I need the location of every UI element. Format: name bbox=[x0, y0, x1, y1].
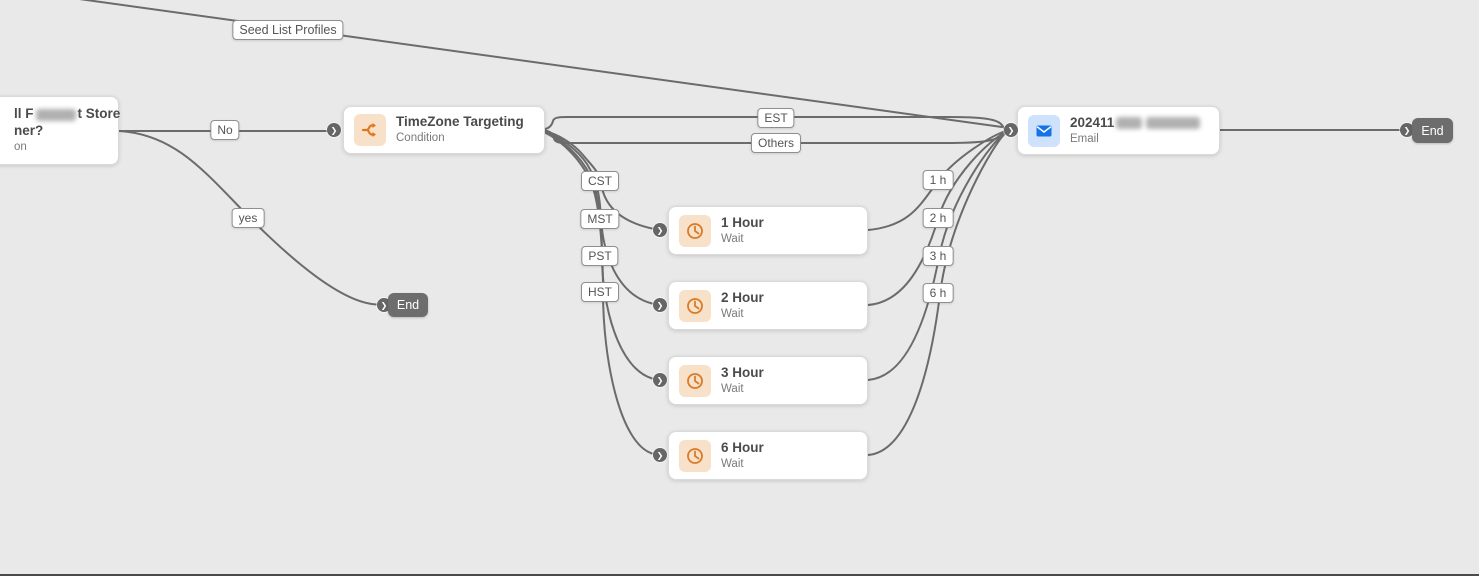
node-subtitle: Wait bbox=[721, 382, 744, 395]
node-wait-3hour[interactable]: 3 Hour Wait bbox=[668, 356, 868, 405]
wait-icon-tile bbox=[679, 289, 711, 322]
node-subtitle: Condition bbox=[396, 132, 445, 145]
title-fragment: ll F bbox=[14, 106, 34, 122]
node-store-condition[interactable]: ll F t Store ner? on bbox=[0, 96, 120, 165]
transition-label-3h[interactable]: 3 h bbox=[922, 246, 954, 266]
input-port-wait3: ❯ bbox=[653, 373, 667, 387]
envelope-icon bbox=[1036, 125, 1052, 136]
clock-icon bbox=[687, 297, 703, 314]
end-node-yes-branch[interactable]: End bbox=[388, 293, 428, 317]
node-subtitle: Wait bbox=[721, 232, 744, 245]
canvas-bottom-border bbox=[0, 574, 1479, 576]
transition-label-pst[interactable]: PST bbox=[581, 246, 619, 266]
transition-label-est[interactable]: EST bbox=[757, 108, 795, 128]
node-email[interactable]: 202411 Email bbox=[1017, 106, 1220, 155]
transition-label-seed-list[interactable]: Seed List Profiles bbox=[232, 20, 344, 40]
node-timezone-targeting[interactable]: TimeZone Targeting Condition bbox=[343, 106, 545, 154]
transition-label-no[interactable]: No bbox=[210, 120, 240, 140]
wait-icon-tile bbox=[679, 364, 711, 397]
node-title: 202411 bbox=[1070, 115, 1202, 132]
node-subtitle: Wait bbox=[721, 457, 744, 470]
edge-seed-list[interactable] bbox=[72, 0, 1003, 128]
node-wait-1hour[interactable]: 1 Hour Wait bbox=[668, 206, 868, 255]
transition-label-cst[interactable]: CST bbox=[581, 171, 619, 191]
chevron-right-icon: ❯ bbox=[330, 125, 338, 135]
split-arrows-icon bbox=[361, 123, 376, 137]
clock-icon bbox=[687, 447, 703, 464]
node-title: 1 Hour bbox=[721, 214, 764, 230]
wait-icon-tile bbox=[679, 214, 711, 247]
chevron-right-icon: ❯ bbox=[380, 300, 388, 310]
transition-label-yes[interactable]: yes bbox=[231, 208, 265, 228]
email-icon-tile bbox=[1028, 114, 1060, 147]
input-port-wait2: ❯ bbox=[653, 298, 667, 312]
condition-icon-tile bbox=[354, 114, 386, 146]
node-subtitle: Email bbox=[1070, 132, 1099, 145]
clock-icon bbox=[687, 222, 703, 239]
chevron-right-icon: ❯ bbox=[656, 375, 664, 385]
node-title: TimeZone Targeting bbox=[396, 114, 524, 130]
node-wait-2hour[interactable]: 2 Hour Wait bbox=[668, 281, 868, 330]
node-wait-6hour[interactable]: 6 Hour Wait bbox=[668, 431, 868, 480]
chevron-right-icon: ❯ bbox=[656, 450, 664, 460]
title-fragment: 202411 bbox=[1070, 114, 1115, 130]
node-title: 2 Hour bbox=[721, 289, 764, 305]
node-title: 3 Hour bbox=[721, 364, 764, 380]
input-port-end-final: ❯ bbox=[1400, 123, 1414, 137]
end-node-final[interactable]: End bbox=[1412, 118, 1453, 143]
wait-icon-tile bbox=[679, 439, 711, 472]
chevron-right-icon: ❯ bbox=[656, 225, 664, 235]
title-fragment: t Store bbox=[77, 106, 121, 122]
transition-label-hst[interactable]: HST bbox=[581, 282, 619, 302]
node-title: ll F t Store bbox=[14, 106, 120, 123]
chevron-right-icon: ❯ bbox=[1007, 125, 1015, 135]
transition-label-6h[interactable]: 6 h bbox=[922, 283, 954, 303]
node-title-line2: ner? bbox=[14, 123, 44, 139]
chevron-right-icon: ❯ bbox=[656, 300, 664, 310]
chevron-right-icon: ❯ bbox=[1403, 125, 1411, 135]
transition-label-1h[interactable]: 1 h bbox=[922, 170, 954, 190]
input-port-wait6: ❯ bbox=[653, 448, 667, 462]
redacted-text bbox=[1146, 117, 1201, 130]
node-subtitle: Wait bbox=[721, 307, 744, 320]
transition-label-mst[interactable]: MST bbox=[580, 209, 620, 229]
input-port-end-yes: ❯ bbox=[377, 298, 391, 312]
redacted-text bbox=[35, 108, 76, 121]
input-port-email: ❯ bbox=[1004, 123, 1018, 137]
input-port-wait1: ❯ bbox=[653, 223, 667, 237]
node-subtitle: on bbox=[14, 141, 27, 154]
redacted-text bbox=[1116, 117, 1143, 130]
clock-icon bbox=[687, 372, 703, 389]
edge-mst[interactable] bbox=[544, 130, 653, 305]
transition-label-2h[interactable]: 2 h bbox=[922, 208, 954, 228]
node-title: 6 Hour bbox=[721, 439, 764, 455]
input-port-timezone: ❯ bbox=[327, 123, 341, 137]
transition-label-others[interactable]: Others bbox=[750, 133, 802, 153]
